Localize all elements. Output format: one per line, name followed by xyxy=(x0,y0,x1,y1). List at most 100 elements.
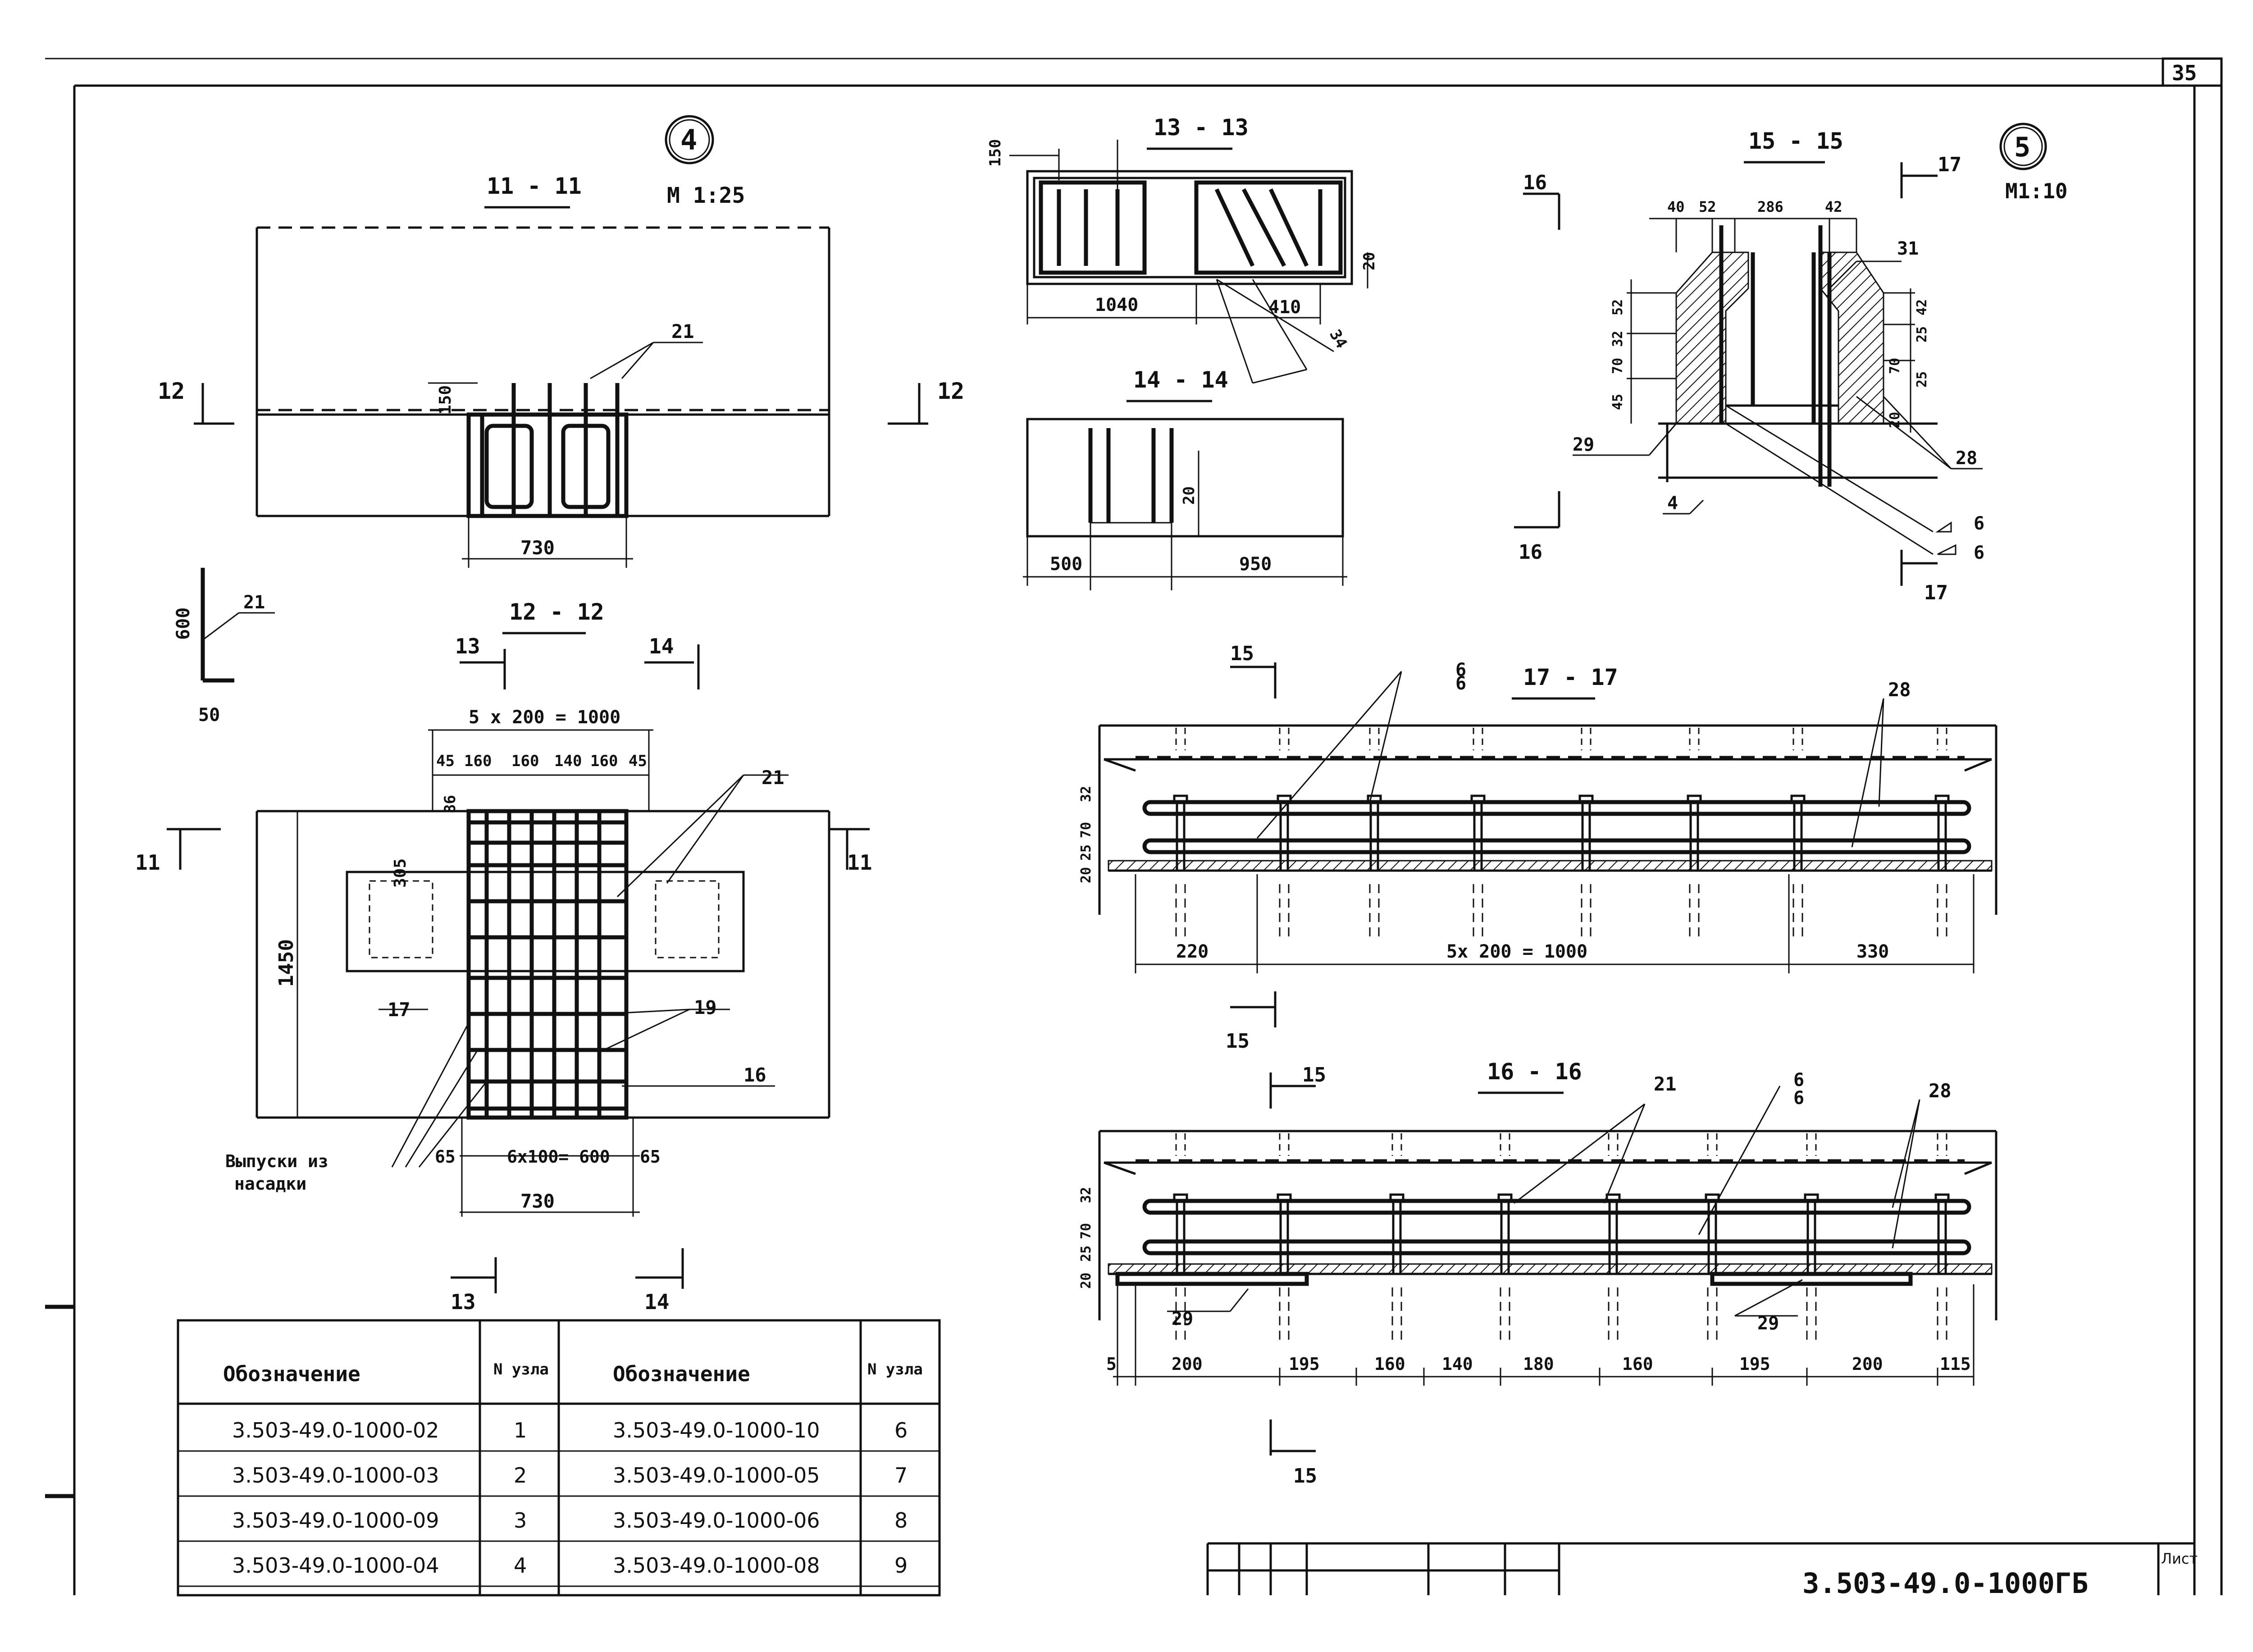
node4-scale: М 1:25 xyxy=(667,183,745,208)
s17-cut-15-top: 15 xyxy=(1230,642,1254,665)
s12-dim-6x100: 6x100= 600 xyxy=(507,1147,610,1167)
s16-dim-label-3: 195 xyxy=(1289,1354,1320,1374)
table-row-4-c3: 3.503-49.0-1000-08 xyxy=(613,1553,820,1578)
s17-post-5 xyxy=(1578,728,1594,938)
s16-label-28: 28 xyxy=(1929,1080,1952,1102)
cut-11-right: 11 xyxy=(847,850,872,875)
s16-left-20: 20 xyxy=(1078,1273,1094,1289)
s16-dim-label-5: 140 xyxy=(1442,1354,1473,1374)
cut-14-bottom: 14 xyxy=(644,1290,669,1314)
page-number: 35 xyxy=(2172,61,2197,85)
table-row-1-c3: 3.503-49.0-1000-10 xyxy=(613,1418,820,1442)
s16-post-3 xyxy=(1389,1133,1405,1342)
s12-dim-160a: 160 xyxy=(464,752,492,770)
s16-left-25: 25 xyxy=(1078,1246,1094,1262)
s15-weld-top: 6 xyxy=(1974,513,1984,534)
s12-dim-160c: 160 xyxy=(590,752,618,770)
s15-label-31: 31 xyxy=(1897,238,1919,259)
doc-code: 3.503-49.0-1000ГБ xyxy=(1802,1567,2089,1600)
table-row-2-c3: 3.503-49.0-1000-05 xyxy=(613,1463,820,1488)
s12-dim-1450: 1450 xyxy=(275,939,298,987)
section-16-title: 16 - 16 xyxy=(1487,1059,1582,1085)
s15-dim-52: 52 xyxy=(1699,198,1716,215)
s15-dim-42: 42 xyxy=(1825,198,1843,215)
s15-dim-40: 40 xyxy=(1667,198,1685,215)
s16-post-5 xyxy=(1605,1133,1621,1342)
s16-post-6 xyxy=(1705,1133,1720,1342)
section-12-drawing xyxy=(167,644,870,1217)
s12-label-17: 17 xyxy=(388,999,410,1021)
s16-dim-label-6: 180 xyxy=(1523,1354,1554,1374)
s16-weld-2: 6 xyxy=(1793,1088,1804,1109)
s17-label-28: 28 xyxy=(1888,679,1911,701)
table-header-3: Обозначение xyxy=(613,1362,750,1386)
list-label: Лист xyxy=(2161,1550,2198,1567)
s17-post-7 xyxy=(1790,728,1806,938)
s14-dim-950: 950 xyxy=(1239,554,1272,575)
s14-dim-500: 500 xyxy=(1050,554,1082,575)
s17-dim-330: 330 xyxy=(1856,941,1889,962)
s17-dim-pitch: 5x 200 = 1000 xyxy=(1446,941,1587,962)
s12-dim-86: 86 xyxy=(441,795,459,813)
node5-scale: М1:10 xyxy=(2005,179,2067,203)
s12-label-21: 21 xyxy=(762,767,784,789)
s16-label-29-left: 29 xyxy=(1172,1309,1193,1329)
s13-dim-150: 150 xyxy=(986,139,1004,167)
section-11-drawing xyxy=(194,226,928,568)
node4-badge xyxy=(665,115,714,164)
section-13-drawing xyxy=(1009,140,1368,384)
sheet-frame xyxy=(45,57,2223,1595)
section-15-drawing xyxy=(1514,162,1983,586)
s15-label-28: 28 xyxy=(1956,448,1977,469)
s12-label-16: 16 xyxy=(743,1064,766,1086)
s12-dim-45b: 45 xyxy=(629,752,647,770)
cut-12-left: 12 xyxy=(158,378,185,404)
s15-label-29: 29 xyxy=(1573,434,1594,455)
table-header-2: N узла xyxy=(493,1360,549,1378)
s15-dim-286: 286 xyxy=(1757,198,1783,215)
s16-post-7 xyxy=(1804,1133,1819,1342)
s15-left-45: 45 xyxy=(1610,394,1626,410)
section-16-posts xyxy=(1173,1133,1950,1342)
note-line-2: насадки xyxy=(234,1174,306,1194)
section-15-title: 15 - 15 xyxy=(1748,128,1843,154)
s17-post-1 xyxy=(1173,728,1188,938)
cut-13-top: 13 xyxy=(455,634,480,658)
s17-post-6 xyxy=(1687,728,1702,938)
cut-11-left: 11 xyxy=(135,850,160,875)
s15-right-20: 20 xyxy=(1887,412,1903,428)
cut-12-right: 12 xyxy=(937,378,964,404)
s17-post-4 xyxy=(1470,728,1486,938)
s16-weld-1: 6 xyxy=(1793,1070,1804,1091)
s16-left-70: 70 xyxy=(1078,1223,1094,1239)
s15-right-42: 42 xyxy=(1914,299,1930,315)
table-row-1-c2: 1 xyxy=(514,1418,527,1442)
s16-label-29-right: 29 xyxy=(1757,1313,1779,1334)
s12-label-19: 19 xyxy=(694,996,717,1018)
section-13-title: 13 - 13 xyxy=(1154,114,1249,141)
s11-label-21: 21 xyxy=(671,320,694,342)
section-12-title: 12 - 12 xyxy=(509,599,604,625)
s16-cut-15-bottom: 15 xyxy=(1293,1465,1317,1488)
table-row-3-c3: 3.503-49.0-1000-06 xyxy=(613,1508,820,1533)
table-row-3-c4: 8 xyxy=(894,1508,908,1533)
table-row-4-c2: 4 xyxy=(514,1553,527,1578)
s12-dim-65a: 65 xyxy=(435,1147,456,1167)
s12-dim-140: 140 xyxy=(554,752,582,770)
s12-dim-65b: 65 xyxy=(640,1147,661,1167)
s16-post-1 xyxy=(1173,1133,1188,1342)
s17-left-32: 32 xyxy=(1078,786,1094,802)
s13-dim-410: 410 xyxy=(1268,297,1301,318)
s12-dim-305: 305 xyxy=(391,858,410,888)
s15-left-32: 32 xyxy=(1610,331,1626,347)
s16-dim-label-7: 160 xyxy=(1622,1354,1653,1374)
section-14-title: 14 - 14 xyxy=(1133,367,1228,393)
s16-post-2 xyxy=(1277,1133,1292,1342)
s15-right-70: 70 xyxy=(1887,358,1903,374)
section-17-posts xyxy=(1173,728,1950,938)
s15-right-25b: 25 xyxy=(1914,371,1930,388)
section-17-drawing xyxy=(1098,662,1998,1027)
s15-weld-bottom: 6 xyxy=(1974,543,1984,563)
s17-dim-220: 220 xyxy=(1176,941,1209,962)
s13-dim-1040: 1040 xyxy=(1095,295,1138,315)
